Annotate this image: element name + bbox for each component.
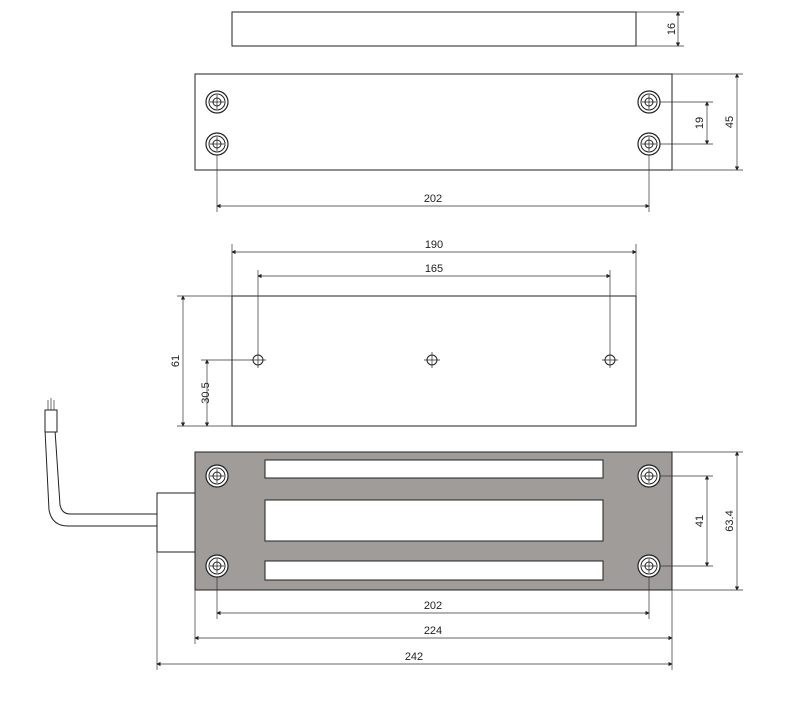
cable bbox=[44, 429, 157, 527]
dim-30-5: 30.5 bbox=[200, 382, 212, 403]
dim-41: 41 bbox=[694, 515, 706, 527]
dim-45: 45 bbox=[724, 116, 736, 128]
dim-16: 16 bbox=[666, 23, 678, 35]
top-view: 16 bbox=[231, 11, 684, 47]
dim-19: 19 bbox=[694, 117, 706, 129]
dim-242: 242 bbox=[405, 651, 423, 663]
dim-202-plate: 202 bbox=[424, 193, 442, 205]
dim-202-magnet: 202 bbox=[424, 600, 442, 612]
dim-190: 190 bbox=[425, 239, 443, 251]
dim-165: 165 bbox=[425, 263, 443, 275]
dim-61: 61 bbox=[170, 355, 182, 367]
connector bbox=[156, 492, 196, 553]
magnet-body-view: 41 63.4 202 224 242 bbox=[44, 398, 743, 670]
dim-63-4: 63.4 bbox=[724, 510, 736, 531]
dim-224: 224 bbox=[424, 625, 442, 637]
mounting-bracket-view: 190 165 61 30.5 bbox=[170, 239, 637, 427]
armature-plate-view: 19 45 202 bbox=[194, 73, 743, 212]
